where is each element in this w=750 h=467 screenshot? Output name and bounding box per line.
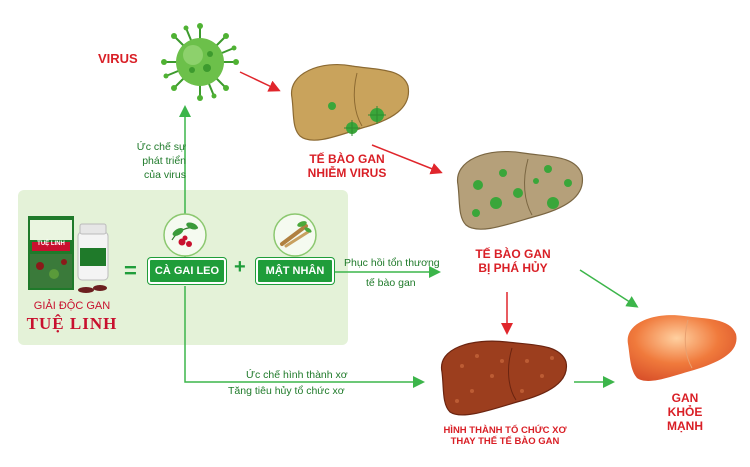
infected-label-line1: TẾ BÀO GAN [309, 152, 385, 166]
healthy-liver-label: GAN KHỎE MẠNH [650, 391, 720, 433]
box-brand-text: TUỆ LINH [37, 241, 65, 247]
mat-nhan-herb-icon [273, 213, 317, 257]
fibrosis-liver-icon [441, 340, 567, 416]
anti-fibrosis-line2: Tăng tiêu hủy tổ chức xơ [228, 385, 345, 397]
equals-sign: = [124, 258, 137, 283]
arrow-virus-to-infected [239, 71, 281, 92]
infected-liver-label: TẾ BÀO GAN NHIỄM VIRUS [292, 152, 402, 181]
destroyed-label-line2: BỊ PHÁ HỦY [478, 260, 548, 275]
inhibit-line3: của virus [143, 169, 186, 182]
destroyed-liver-label: TẾ BÀO GAN BỊ PHÁ HỦY [458, 247, 568, 276]
arrow-anti-fibrosis [184, 286, 425, 388]
healthy-liver-icon [627, 315, 737, 381]
inhibit-line1: Ức chế sự [136, 141, 186, 153]
arrow-infected-to-destroyed [371, 144, 443, 175]
destroyed-label-line1: TẾ BÀO GAN [475, 247, 551, 261]
product-name-line1: GIẢI ĐỘC GAN [33, 300, 111, 312]
plus-sign: + [234, 256, 246, 278]
ingredient-ca-gai-leo: CÀ GAI LEO [148, 258, 226, 284]
infected-label-line2: NHIỄM VIRUS [307, 165, 387, 180]
inhibit-virus-annotation: Ức chế sự phát triển của virus [112, 140, 186, 183]
inhibit-line2: phát triển [142, 155, 186, 168]
ingredient-mat-nhan: MẬT NHÂN [256, 258, 334, 284]
infected-liver-icon [291, 64, 410, 141]
virus-icon [161, 23, 239, 101]
virus-label: VIRUS [98, 51, 138, 66]
anti-fibrosis-line1: Ức chế hình thành xơ [246, 369, 348, 381]
product-box-icon [28, 216, 109, 293]
healthy-label-line1: GAN [671, 391, 699, 405]
fibrosis-liver-label: HÌNH THÀNH TỔ CHỨC XƠ THAY THẾ TẾ BÀO GA… [420, 425, 590, 448]
ca-gai-leo-herb-icon [163, 213, 207, 257]
repair-annotation-line2: tế bào gan [366, 277, 416, 289]
product-name-line2: TUỆ LINH [26, 314, 118, 333]
healthy-label-line2: KHỎE MẠNH [667, 404, 703, 433]
destroyed-liver-icon [457, 151, 583, 230]
arrow-destroyed-to-healthy [579, 269, 639, 308]
repair-annotation-line1: Phục hồi tổn thương [344, 257, 440, 269]
fibrosis-label-line1: HÌNH THÀNH TỔ CHỨC XƠ [443, 425, 567, 436]
fibrosis-label-line2: THAY THẾ TẾ BÀO GAN [450, 435, 560, 447]
